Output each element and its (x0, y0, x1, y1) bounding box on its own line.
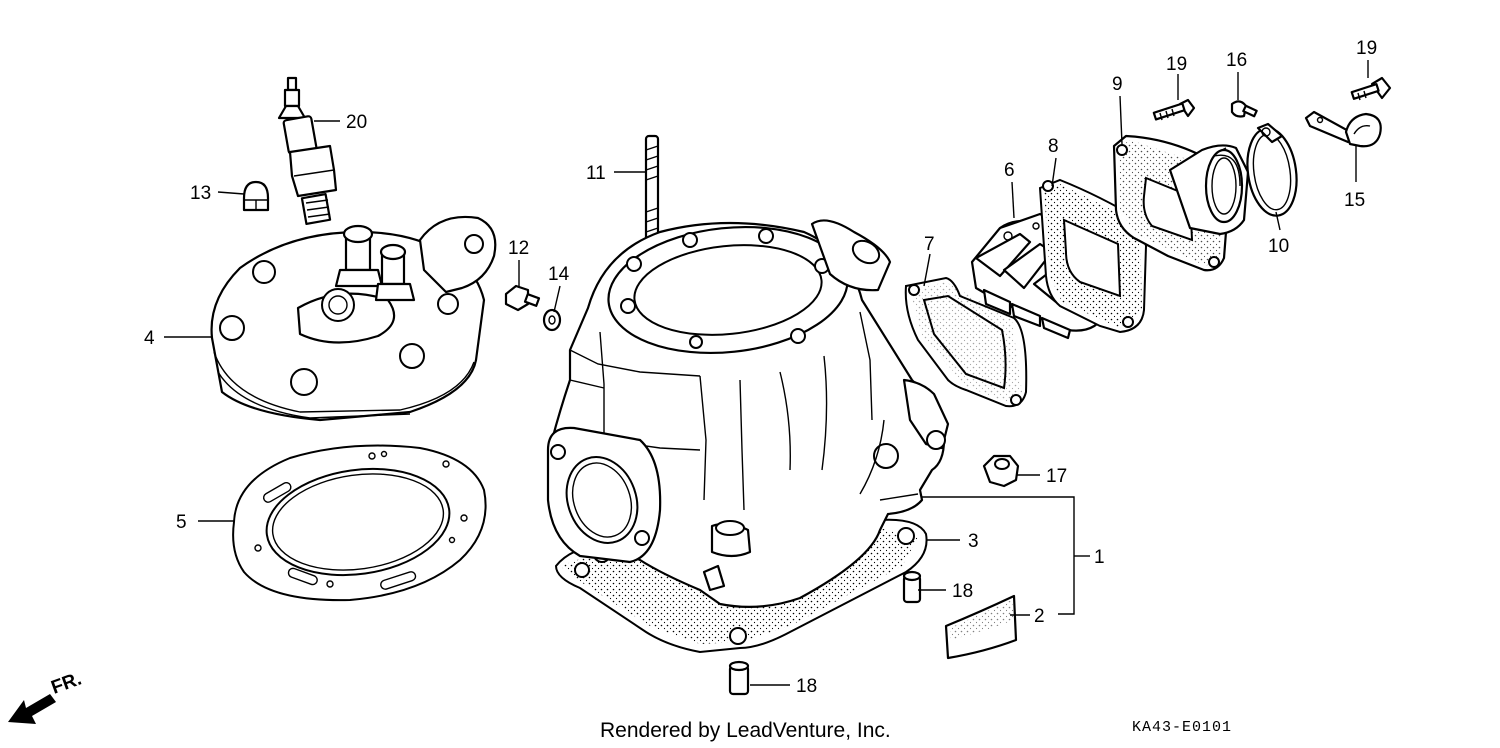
callout-9: 9 (1112, 74, 1123, 95)
flange-nut (982, 454, 1020, 488)
callout-20: 20 (346, 112, 367, 133)
callout-numbers: 1 2 3 4 5 6 7 8 9 10 11 12 13 14 15 16 1… (144, 38, 1377, 697)
cylinder (546, 219, 950, 608)
callout-19-right: 19 (1356, 38, 1377, 59)
carburetor-insulator (1112, 134, 1250, 272)
callout-17: 17 (1046, 466, 1067, 487)
diagram-code: KA43-E0101 (1132, 719, 1232, 736)
callout-3: 3 (968, 531, 979, 552)
dowel-pin-lower (728, 660, 750, 696)
front-marker-label: FR. (49, 668, 85, 698)
washer (542, 308, 562, 332)
dowel-pin-upper (902, 570, 922, 604)
callout-7: 7 (924, 234, 935, 255)
callout-13: 13 (190, 183, 211, 204)
callout-16: 16 (1226, 50, 1247, 71)
callout-4: 4 (144, 328, 155, 349)
callout-15: 15 (1344, 190, 1365, 211)
stud-bolt (644, 134, 660, 248)
callout-11: 11 (586, 163, 606, 184)
callout-18-lower: 18 (796, 676, 817, 697)
callout-8: 8 (1048, 136, 1059, 157)
cylinder-head (210, 215, 497, 422)
flange-bolt (504, 284, 541, 312)
callout-14: 14 (548, 264, 570, 285)
bolt-19-left (1152, 98, 1196, 121)
callout-10: 10 (1268, 236, 1289, 257)
callout-6: 6 (1004, 160, 1015, 181)
reed-valve-gasket (904, 276, 1028, 408)
caution-label (944, 594, 1018, 660)
leader-lines (164, 60, 1369, 686)
rendered-by-credit: Rendered by LeadVenture, Inc. (600, 719, 891, 742)
bolt-19-right (1350, 76, 1392, 101)
cable-bracket (1304, 110, 1382, 148)
front-direction-arrow: FR. (8, 668, 84, 724)
callout-19-left: 19 (1166, 54, 1187, 75)
callout-1: 1 (1094, 547, 1105, 568)
callout-5: 5 (176, 512, 187, 533)
cap-nut (242, 180, 270, 212)
callout-18-upper: 18 (952, 581, 973, 602)
spark-plug (277, 76, 338, 225)
callout-2: 2 (1034, 606, 1045, 627)
callout-12: 12 (508, 238, 529, 259)
clamp-band (1246, 122, 1298, 217)
head-gasket (232, 444, 487, 602)
clamp-screw (1230, 100, 1258, 118)
